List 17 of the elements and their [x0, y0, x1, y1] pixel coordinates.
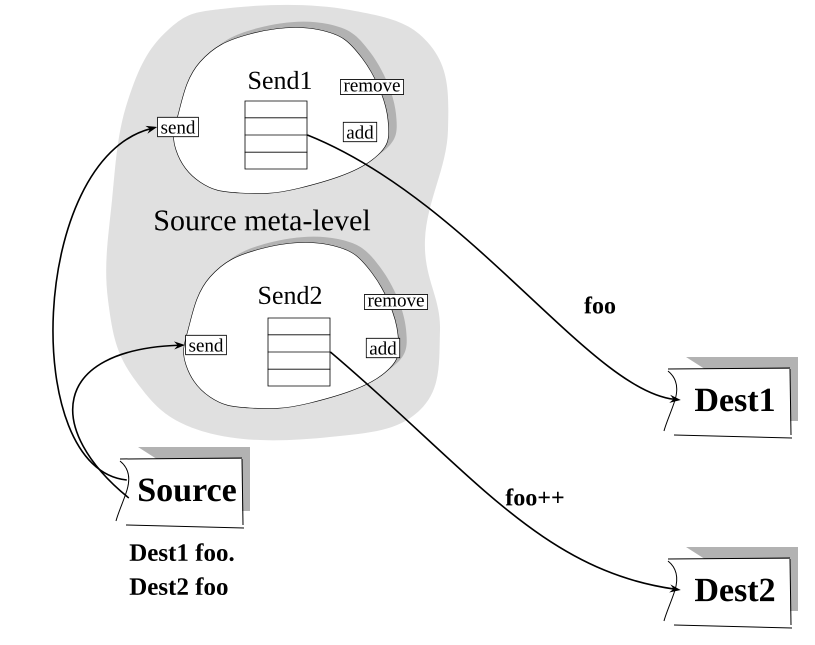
- method-box: send: [157, 116, 199, 138]
- method-box: remove: [340, 79, 404, 95]
- note-text: Dest1 foo.: [130, 543, 234, 562]
- queue-drawing: [267, 318, 331, 386]
- scroll-box: Dest1: [664, 357, 798, 438]
- scroll-box: Source: [116, 447, 250, 528]
- method-box: add: [366, 338, 400, 358]
- queue-drawing: [244, 100, 308, 170]
- method-box: send: [185, 334, 227, 356]
- method-box: remove: [364, 294, 428, 310]
- scroll-box: Dest2: [664, 547, 798, 628]
- edge-label: foo: [583, 295, 617, 315]
- edge-label: foo++: [504, 487, 566, 507]
- note-text: Dest2 foo: [130, 577, 228, 596]
- node-label: Dest2: [694, 578, 774, 602]
- node-label: Dest1: [694, 388, 774, 412]
- method-box: add: [342, 122, 378, 142]
